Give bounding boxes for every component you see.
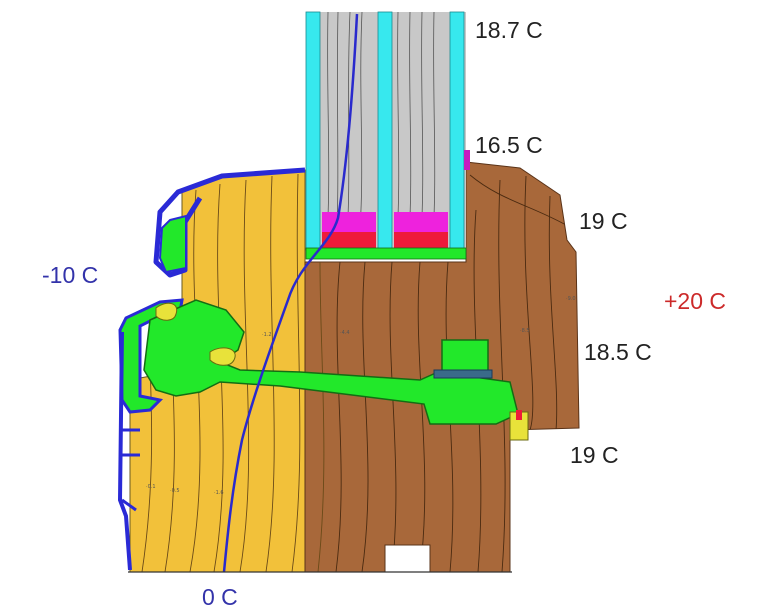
label-outside-temperature: -10 C [42, 262, 99, 288]
label-zero-isotherm: 0 C [202, 584, 238, 610]
glass-pane-middle [377, 11, 393, 251]
label-frame-mid: 18.5 C [584, 339, 652, 365]
svg-text:·8.5: ·8.5 [520, 328, 530, 334]
label-frame-top: 19 C [579, 208, 628, 234]
svg-text:·0.5: ·0.5 [170, 488, 180, 494]
temperature-markers: ·1.2 ·4.4 ·8.5 ·9.0 ·0.5 ·1.6 ·0.1 [146, 296, 576, 496]
svg-text:·0.1: ·0.1 [146, 484, 156, 490]
spacer-outer [322, 212, 376, 232]
label-inside-temperature: +20 C [664, 288, 727, 314]
svg-text:·1.2: ·1.2 [262, 332, 272, 338]
glass-pane-inner [449, 11, 465, 251]
glass-pane-outer [305, 11, 321, 251]
label-frame-bottom: 19 C [570, 442, 619, 468]
zero-degree-isotherm [222, 13, 359, 573]
svg-text:·9.0: ·9.0 [566, 296, 576, 302]
spacer-inner [394, 212, 448, 232]
label-glass-edge: 16.5 C [475, 132, 543, 158]
svg-text:·4.4: ·4.4 [340, 330, 350, 336]
hardware-block [441, 339, 489, 373]
glazing-unit [305, 11, 470, 251]
label-glass-top: 18.7 C [475, 17, 543, 43]
glazing-seal-strip [305, 247, 467, 260]
svg-text:·1.6: ·1.6 [214, 490, 224, 496]
